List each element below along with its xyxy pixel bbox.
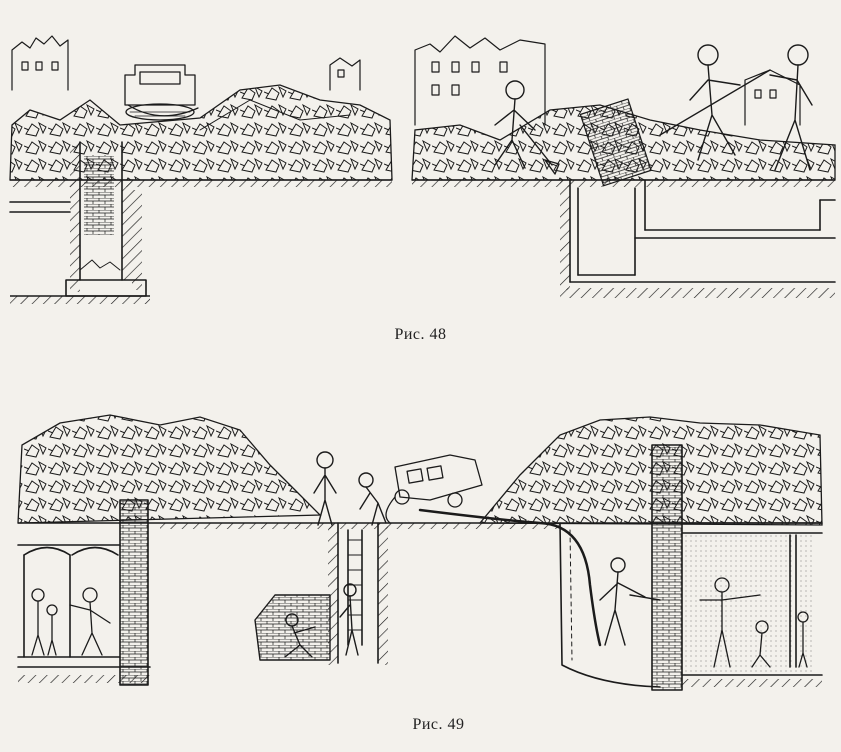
rescuer-with-gas-mask <box>769 44 813 171</box>
ruined-building <box>11 35 361 91</box>
ground-surface-center <box>160 523 560 529</box>
rubble-heap-left <box>9 84 393 181</box>
exit-shaft <box>65 141 147 297</box>
shelter-room-left <box>17 499 151 686</box>
figure-49-illustration <box>17 414 823 691</box>
compressed-air-hose <box>418 508 602 647</box>
worker-standing <box>313 451 337 526</box>
compressor-wagon <box>385 454 483 524</box>
figure-48-caption: Рис. 48 <box>394 326 447 343</box>
shelter-room-right <box>651 444 823 691</box>
rubble-layer-right <box>478 416 823 526</box>
worker-bending <box>358 472 387 526</box>
trapped-people <box>31 587 111 656</box>
fig48-left-panel <box>9 35 393 304</box>
side-gallery <box>254 594 331 661</box>
rubble-layer-left <box>17 414 322 524</box>
buried-shelter-right <box>560 179 836 290</box>
shelter-wall-left <box>9 201 71 213</box>
ground-surface-right <box>412 180 835 187</box>
worker-in-shaft <box>339 583 359 656</box>
rescuer-with-shovel <box>494 80 560 175</box>
fallen-brick-wall <box>579 98 652 187</box>
ground-surface-left <box>10 180 392 187</box>
figure-48-illustration <box>9 35 836 304</box>
right-excavation <box>559 522 661 688</box>
rescuer-with-crowbar <box>659 44 771 161</box>
rescue-shaft <box>328 522 388 665</box>
worker-with-pneumatic-drill <box>599 557 661 646</box>
fig48-right-panel <box>411 35 836 298</box>
figure-49-caption: Рис. 49 <box>412 716 465 733</box>
bulldozer <box>124 64 199 121</box>
people-in-right-shelter <box>699 577 809 668</box>
